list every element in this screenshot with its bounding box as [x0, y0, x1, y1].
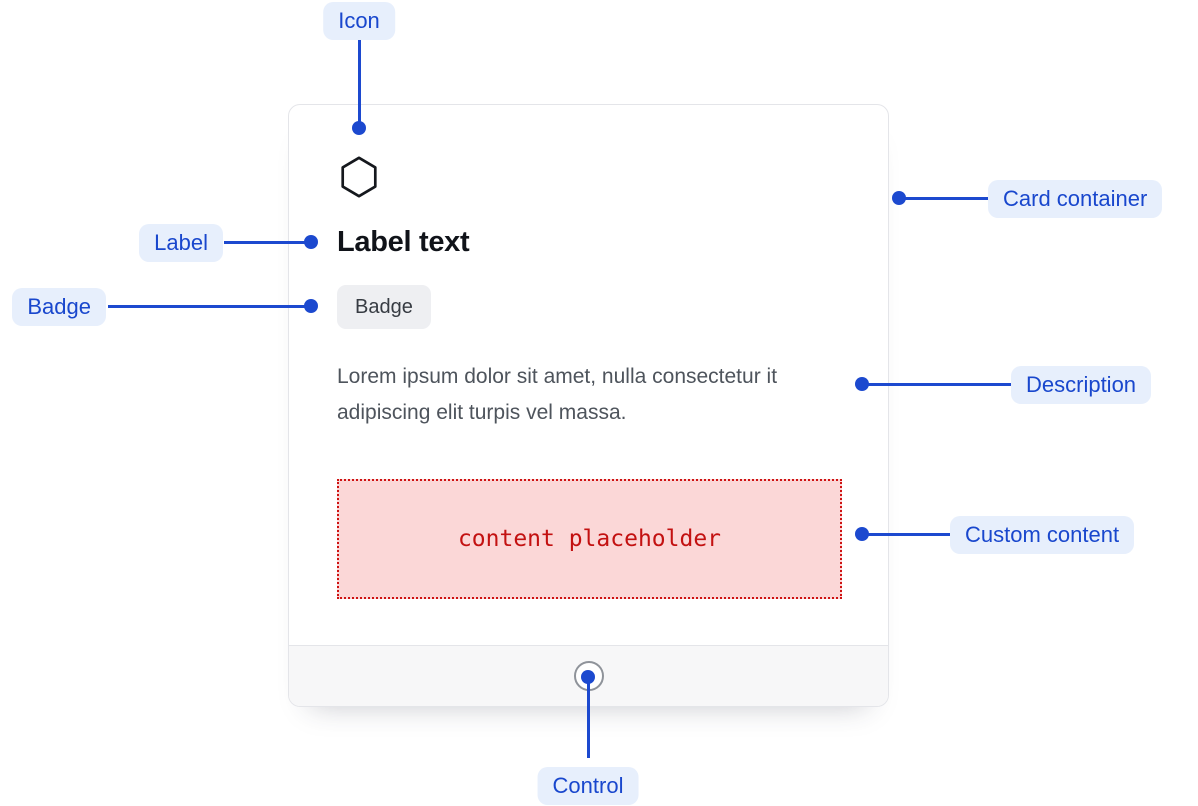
annotation-pill-custom-content: Custom content	[950, 516, 1135, 554]
leader-line-card-container	[899, 197, 988, 200]
annotation-pill-card-container: Card container	[988, 180, 1163, 218]
card-container: Label text Badge Lorem ipsum dolor sit a…	[288, 104, 889, 707]
card-badge: Badge	[337, 285, 431, 329]
hexagon-icon	[341, 156, 377, 198]
custom-content-placeholder: content placeholder	[337, 479, 842, 599]
card-label: Label text	[337, 226, 470, 258]
marker-dot-description	[855, 377, 869, 391]
leader-line-custom-content	[862, 533, 950, 536]
annotation-pill-label: Label	[139, 224, 223, 262]
annotation-pill-control: Control	[537, 767, 639, 805]
leader-line-icon	[358, 40, 361, 128]
annotation-pill-icon: Icon	[323, 2, 395, 40]
marker-dot-badge	[304, 299, 318, 313]
leader-line-badge	[108, 305, 311, 308]
marker-dot-icon	[352, 121, 366, 135]
marker-dot-card-container	[892, 191, 906, 205]
leader-line-control	[587, 677, 590, 758]
leader-line-description	[862, 383, 1011, 386]
marker-dot-label	[304, 235, 318, 249]
marker-dot-control	[581, 670, 595, 684]
card-description: Lorem ipsum dolor sit amet, nulla consec…	[337, 365, 778, 424]
marker-dot-custom-content	[855, 527, 869, 541]
leader-line-label	[224, 241, 311, 244]
annotation-pill-badge: Badge	[12, 288, 106, 326]
annotation-pill-description: Description	[1011, 366, 1152, 404]
